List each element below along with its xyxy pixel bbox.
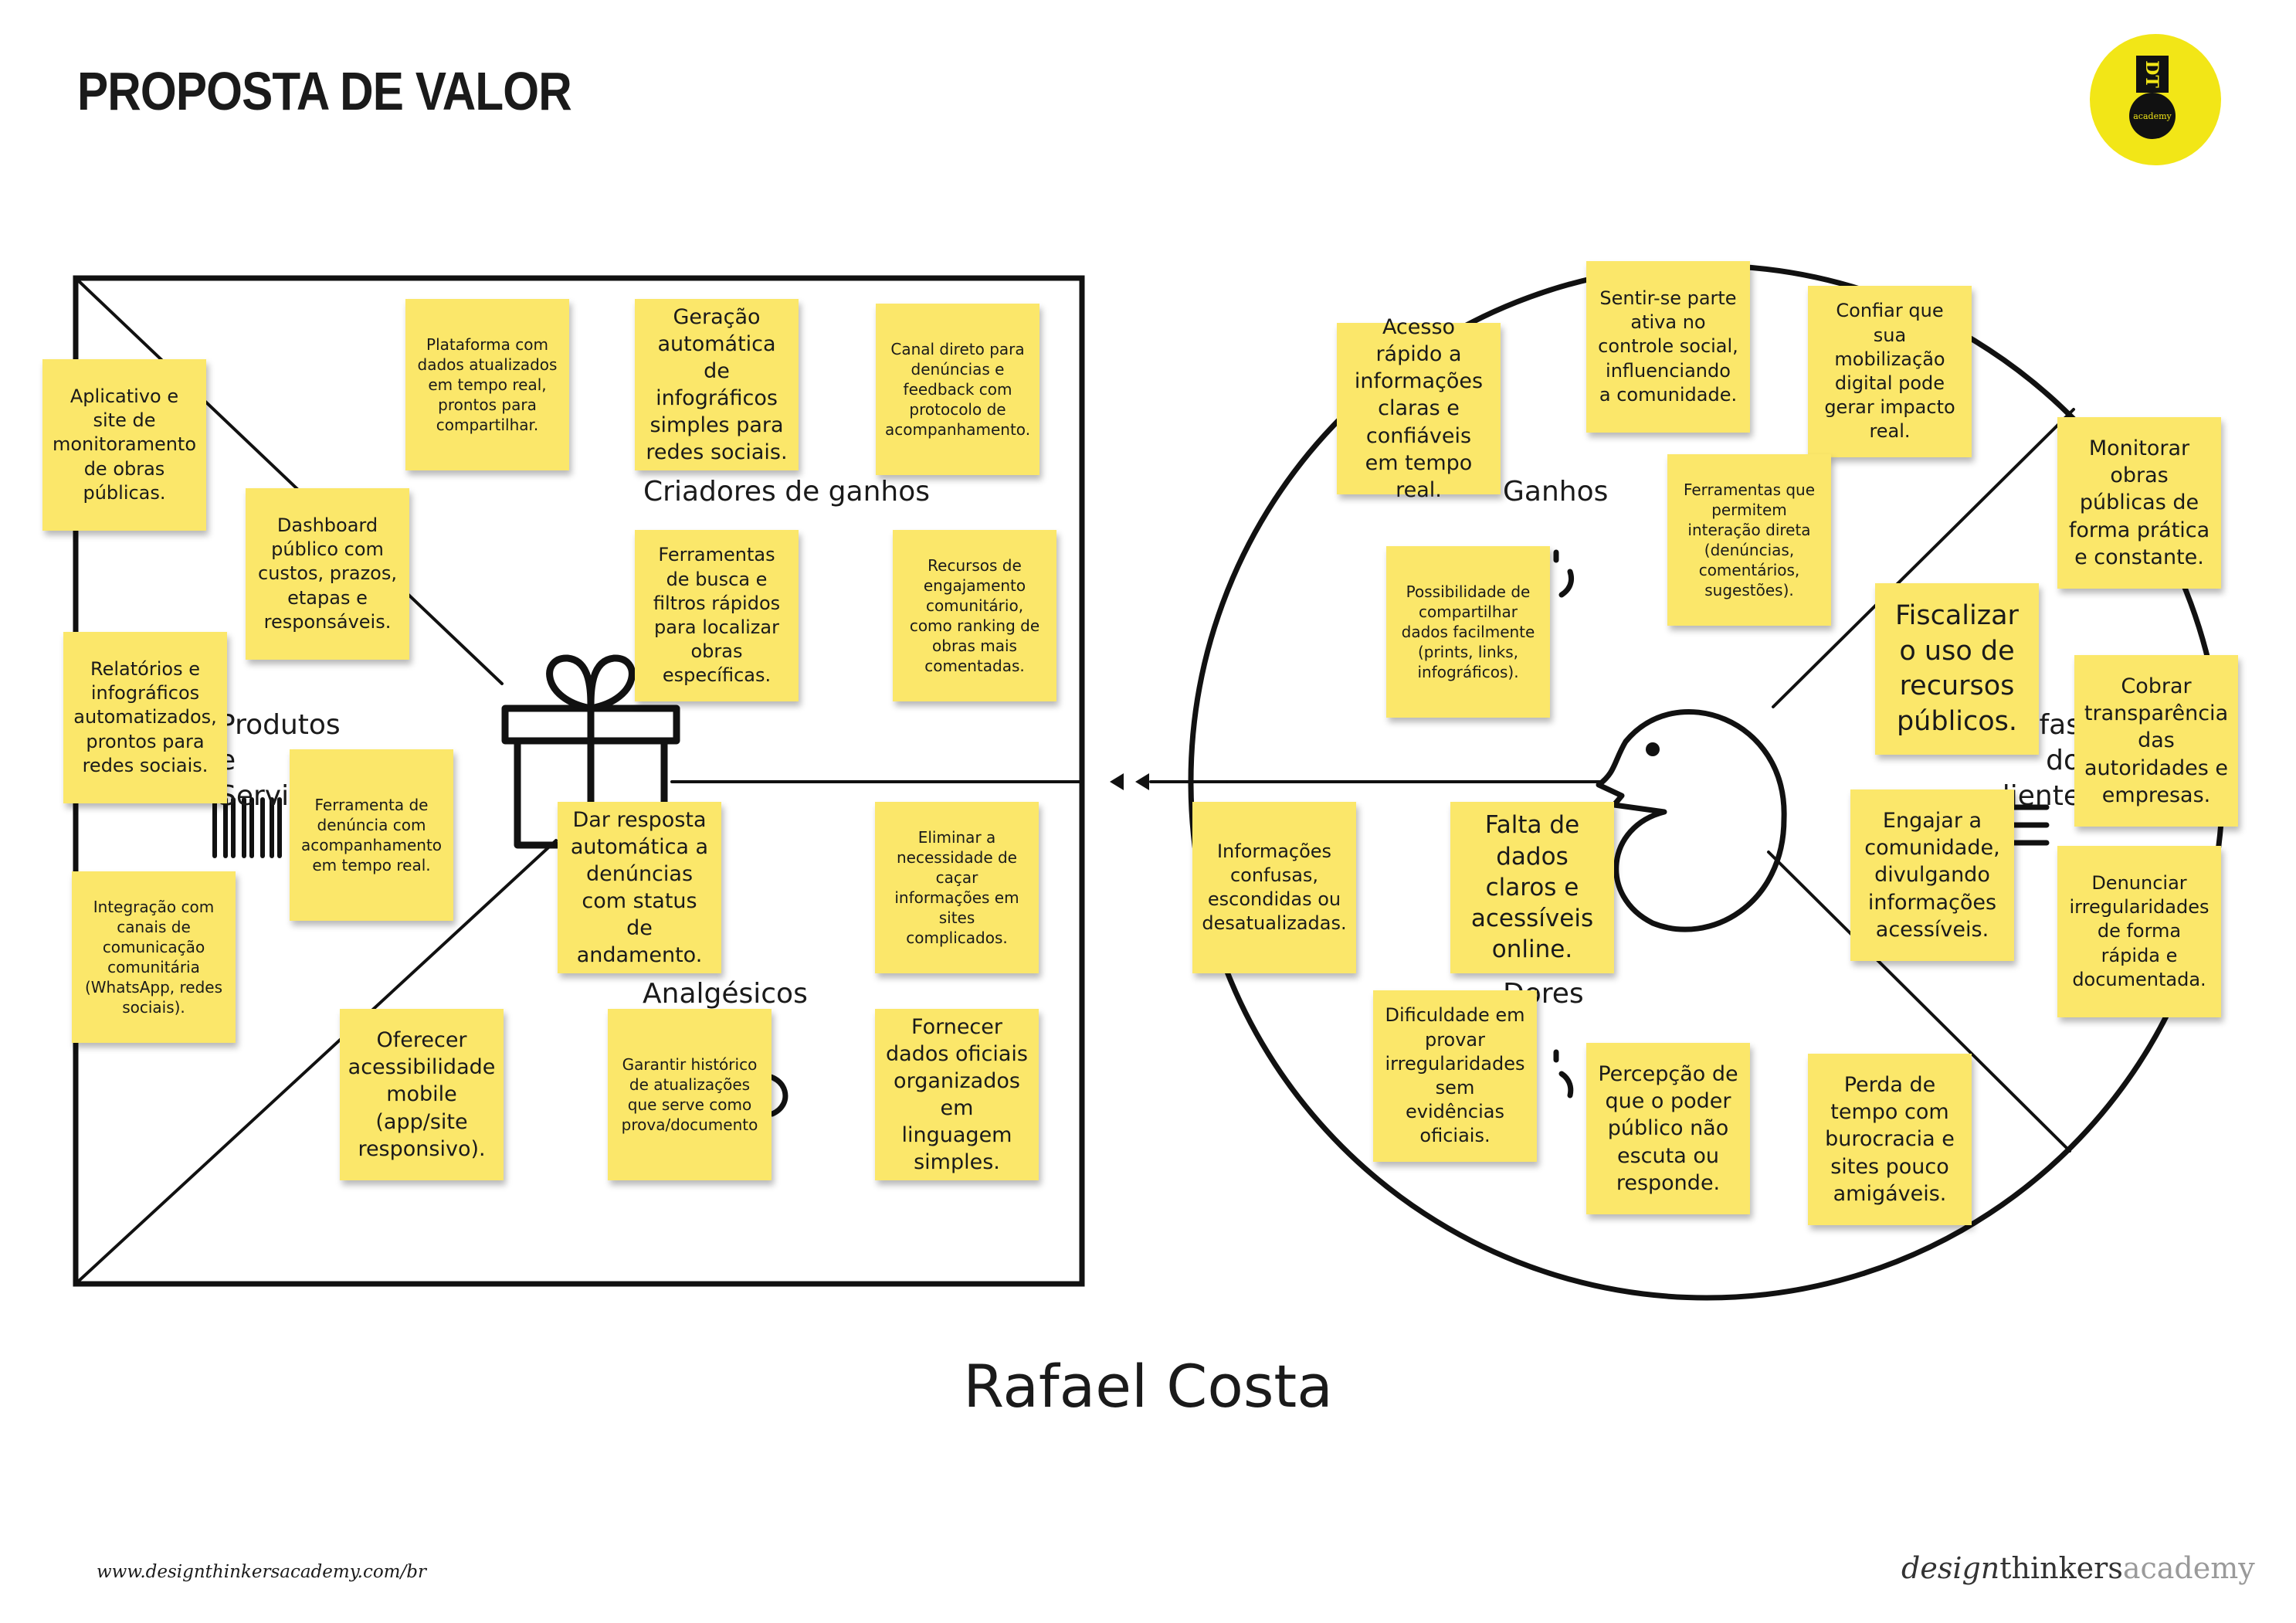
arrow-left-head-1: [1110, 773, 1124, 790]
barcode-icon: [212, 797, 282, 858]
sticky-note-gain[interactable]: Confiar que sua mobilização digital pode…: [1808, 286, 1972, 457]
sticky-note-pain[interactable]: Dificuldade em provar irregularidades se…: [1373, 990, 1537, 1162]
sticky-note-pain[interactable]: Percepção de que o poder público não esc…: [1586, 1043, 1750, 1214]
value-map-diagonal-bottom: [76, 839, 558, 1284]
sticky-note-pain-reliever[interactable]: Garantir histórico de atualizações que s…: [608, 1009, 772, 1180]
author-name: Rafael Costa: [963, 1352, 1333, 1421]
sticky-note-pain-reliever[interactable]: Dar resposta automática a denúncias com …: [558, 802, 721, 973]
logo-badge-icon: DT academy: [2129, 56, 2176, 139]
sticky-note-pain-reliever[interactable]: Eliminar a necessidade de caçar informaç…: [875, 802, 1039, 973]
sticky-note-customer-job[interactable]: Monitorar obras públicas de forma prátic…: [2057, 417, 2221, 589]
design-thinkers-logo: DT academy: [2090, 34, 2221, 165]
value-map-diagonal-top: [76, 278, 504, 685]
sticky-note-pain[interactable]: Perda de tempo com burocracia e sites po…: [1808, 1054, 1972, 1225]
profile-divider-lower: [1767, 851, 2071, 1153]
footer-brand-part1: design: [1901, 1551, 2000, 1585]
smile-face-icon: [1553, 549, 1575, 598]
sticky-note-gain-creator[interactable]: Geração automática de infográficos simpl…: [635, 299, 799, 470]
arrow-left-head-2: [1135, 773, 1149, 790]
label-gains: Ganhos: [1503, 476, 1609, 508]
sticky-note-product[interactable]: Relatórios e infográficos automatizados,…: [63, 632, 227, 803]
label-gain-creators: Criadores de ganhos: [643, 476, 931, 508]
sticky-note-pain[interactable]: Informações confusas, escondidas ou desa…: [1192, 802, 1356, 973]
sticky-note-product[interactable]: Ferramenta de denúncia com acompanhament…: [290, 749, 453, 921]
sticky-note-gain-creator[interactable]: Ferramentas de busca e filtros rápidos p…: [635, 530, 799, 701]
sticky-note-customer-job[interactable]: Cobrar transparência das autoridades e e…: [2074, 655, 2238, 827]
label-pain-relievers: Analgésicos: [643, 978, 808, 1010]
footer-url-link[interactable]: www.designthinkersacademy.com/br: [97, 1562, 426, 1582]
sticky-note-gain[interactable]: Sentir-se parte ativa no controle social…: [1586, 261, 1750, 433]
head-icon: [1596, 709, 1787, 932]
sticky-note-customer-job[interactable]: Fiscalizar o uso de recursos públicos.: [1875, 583, 2039, 755]
sticky-note-gain[interactable]: Possibilidade de compartilhar dados faci…: [1386, 546, 1550, 718]
footer-brand-logo: designthinkersacademy: [1901, 1551, 2255, 1585]
sticky-note-customer-job[interactable]: Denunciar irregularidades de forma rápid…: [2057, 846, 2221, 1017]
logo-initials: DT: [2142, 60, 2162, 88]
job-lines-icon: [2011, 804, 2050, 846]
sticky-note-pain-reliever[interactable]: Oferecer acessibilidade mobile (app/site…: [340, 1009, 504, 1180]
sticky-note-gain[interactable]: Acesso rápido a informações claras e con…: [1337, 315, 1501, 502]
profile-divider-upper: [1772, 408, 2075, 708]
page-title: PROPOSTA DE VALOR: [77, 61, 572, 121]
sticky-note-customer-job[interactable]: Engajar a comunidade, divulgando informa…: [1850, 789, 2014, 961]
footer-brand-part2: thinkers: [1999, 1551, 2123, 1585]
logo-text: academy: [2133, 111, 2172, 121]
sticky-note-gain-creator[interactable]: Recursos de engajamento comunitário, com…: [893, 530, 1056, 701]
sticky-note-gain-creator[interactable]: Canal direto para denúncias e feedback c…: [876, 304, 1039, 475]
sticky-note-gain-creator[interactable]: Plataforma com dados atualizados em temp…: [405, 299, 569, 470]
sticky-note-gain[interactable]: Ferramentas que permitem interação diret…: [1667, 454, 1831, 626]
sticky-note-product[interactable]: Aplicativo e site de monitoramento de ob…: [42, 359, 206, 531]
sticky-note-product[interactable]: Integração com canais de comunicação com…: [72, 871, 236, 1043]
gift-icon: [501, 654, 680, 849]
sticky-note-product[interactable]: Dashboard público com custos, prazos, et…: [246, 488, 409, 660]
frown-face-icon: [1553, 1049, 1574, 1098]
sticky-note-pain-reliever[interactable]: Fornecer dados oficiais organizados em l…: [875, 1009, 1039, 1180]
footer-brand-part3: academy: [2122, 1551, 2255, 1585]
sticky-note-pain[interactable]: Falta de dados claros e acessíveis onlin…: [1450, 802, 1614, 973]
